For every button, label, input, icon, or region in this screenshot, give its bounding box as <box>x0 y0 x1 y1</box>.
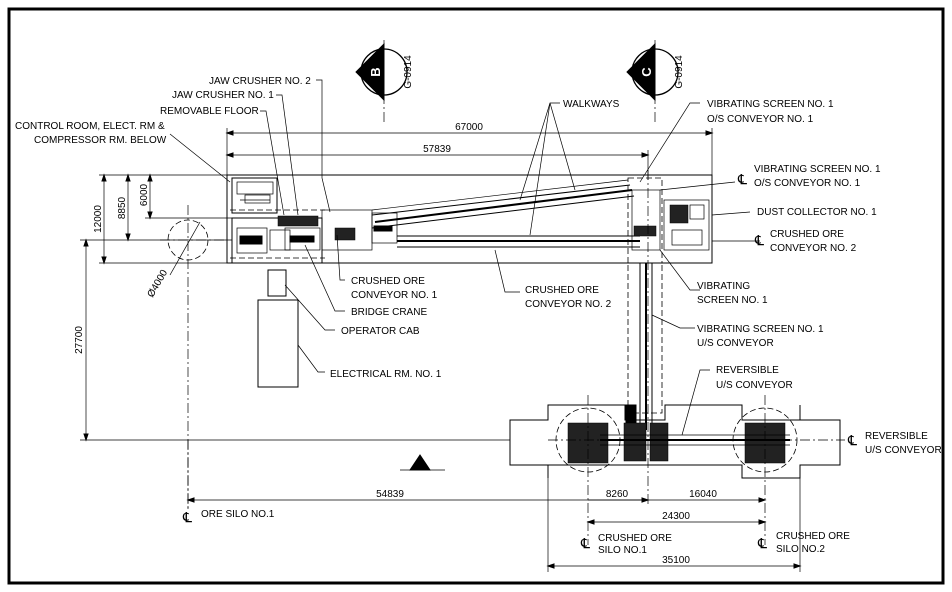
dim-4000-text: Ø4000 <box>146 268 171 300</box>
label-crushed-ore-conv1-1: CRUSHED ORE <box>351 276 425 287</box>
centerline-silo-1: ℄ <box>580 535 590 551</box>
label-vib-screen-1: VIBRATING <box>697 281 750 292</box>
label-crushed-ore-silo-2-b: SILO NO.2 <box>776 544 825 555</box>
dim-6000-text: 6000 <box>139 183 150 206</box>
label-reversible-us-2: U/S CONVEYOR <box>716 380 793 391</box>
label-jaw-crusher-2: JAW CRUSHER NO. 2 <box>209 76 311 87</box>
centerline-ore-silo: ℄ <box>182 509 192 525</box>
section-marker-c: C G-0914 <box>626 40 685 125</box>
leader-lines <box>169 79 760 436</box>
operator-cab-box <box>267 269 287 297</box>
dim-8850: 8850 <box>117 173 131 242</box>
label-jaw-crusher-1: JAW CRUSHER NO. 1 <box>172 90 274 101</box>
label-operator-cab: OPERATOR CAB <box>341 326 420 337</box>
label-crushed-ore-silo-1-b: SILO NO.1 <box>598 545 647 556</box>
centerline-os-conveyor: ℄ <box>737 171 747 187</box>
dim-8850-text: 8850 <box>117 196 128 219</box>
label-walkways: WALKWAYS <box>563 99 620 110</box>
label-ore-silo-1: ORE SILO NO.1 <box>201 509 275 520</box>
label-vib-screen-os-right-2: O/S CONVEYOR NO. 1 <box>754 178 861 189</box>
dim-54839-text: 54839 <box>376 489 404 500</box>
label-crushed-ore-conv1-2: CONVEYOR NO. 1 <box>351 290 438 301</box>
label-reversible-us-right-2: U/S CONVEYOR <box>865 445 942 456</box>
dim-27700: 27700 <box>74 238 510 442</box>
dim-16040-text: 16040 <box>689 489 717 500</box>
section-ref-c: G-0914 <box>674 55 685 89</box>
centerline-conveyor-2: ℄ <box>754 232 764 248</box>
dim-35100-text: 35100 <box>662 555 690 566</box>
section-marker-b: B G-0914 <box>355 40 414 125</box>
north-triangle <box>409 454 431 471</box>
vibrating-screen-os-conveyor-1 <box>371 179 635 229</box>
label-vib-screen-os-top-1: VIBRATING SCREEN NO. 1 <box>707 99 834 110</box>
dim-54839: 54839 <box>186 489 650 503</box>
label-crushed-ore-conv2-mid-1: CRUSHED ORE <box>525 285 599 296</box>
crushed-ore-conveyor-2 <box>397 235 640 248</box>
vibrating-screen-block <box>627 177 710 264</box>
label-crushed-ore-silo-1-a: CRUSHED ORE <box>598 533 672 544</box>
section-ref-b: G-0914 <box>403 55 414 89</box>
crusher-building <box>226 174 713 264</box>
label-vib-screen-os-right-1: VIBRATING SCREEN NO. 1 <box>754 164 881 175</box>
dim-27700-text: 27700 <box>74 326 85 354</box>
ore-silo-1: Ø4000 <box>146 205 225 510</box>
crushed-ore-silos <box>509 395 845 545</box>
label-crushed-ore-conv2-right-2: CONVEYOR NO. 2 <box>770 243 857 254</box>
vibrating-screen-us-conveyor <box>625 262 663 430</box>
section-letter-c: C <box>639 67 654 77</box>
dim-24300-text: 24300 <box>662 511 690 522</box>
label-reversible-us-1: REVERSIBLE <box>716 365 779 376</box>
dim-12000: 12000 <box>93 173 232 265</box>
dim-8260: 8260 <box>588 489 648 501</box>
label-vib-screen-os-top-2: O/S CONVEYOR NO. 1 <box>707 114 814 125</box>
dim-57839-text: 57839 <box>423 144 451 155</box>
centerline-silo-2: ℄ <box>757 535 767 551</box>
label-bridge-crane: BRIDGE CRANE <box>351 307 427 318</box>
label-removable-floor: REMOVABLE FLOOR <box>160 106 259 117</box>
label-crushed-ore-conv2-right-1: CRUSHED ORE <box>770 229 844 240</box>
centerline-reversible: ℄ <box>847 432 857 448</box>
label-vib-screen-2: SCREEN NO. 1 <box>697 295 768 306</box>
label-crushed-ore-silo-2-a: CRUSHED ORE <box>776 531 850 542</box>
dim-67000: 67000 <box>225 122 714 175</box>
section-letter-b: B <box>368 67 383 76</box>
drawing-border <box>7 7 945 585</box>
dim-24300: 24300 <box>586 511 767 525</box>
dim-6000: 6000 <box>139 173 232 220</box>
label-control-room-line2: COMPRESSOR RM. BELOW <box>34 135 167 146</box>
label-vib-screen-us-2: U/S CONVEYOR <box>697 338 774 349</box>
label-electrical-rm: ELECTRICAL RM. NO. 1 <box>330 369 442 380</box>
label-reversible-us-right-1: REVERSIBLE <box>865 431 928 442</box>
dim-12000-text: 12000 <box>93 205 104 233</box>
dim-67000-text: 67000 <box>455 122 483 133</box>
label-dust-collector: DUST COLLECTOR NO. 1 <box>757 207 877 218</box>
electrical-room-box <box>257 299 299 388</box>
label-crushed-ore-conv2-mid-2: CONVEYOR NO. 2 <box>525 299 612 310</box>
label-vib-screen-us-1: VIBRATING SCREEN NO. 1 <box>697 324 824 335</box>
label-control-room-line1: CONTROL ROOM, ELECT. RM & <box>15 121 165 132</box>
dim-16040: 16040 <box>648 489 767 503</box>
dim-8260-text: 8260 <box>606 489 629 500</box>
dim-35100: 35100 <box>546 478 802 572</box>
